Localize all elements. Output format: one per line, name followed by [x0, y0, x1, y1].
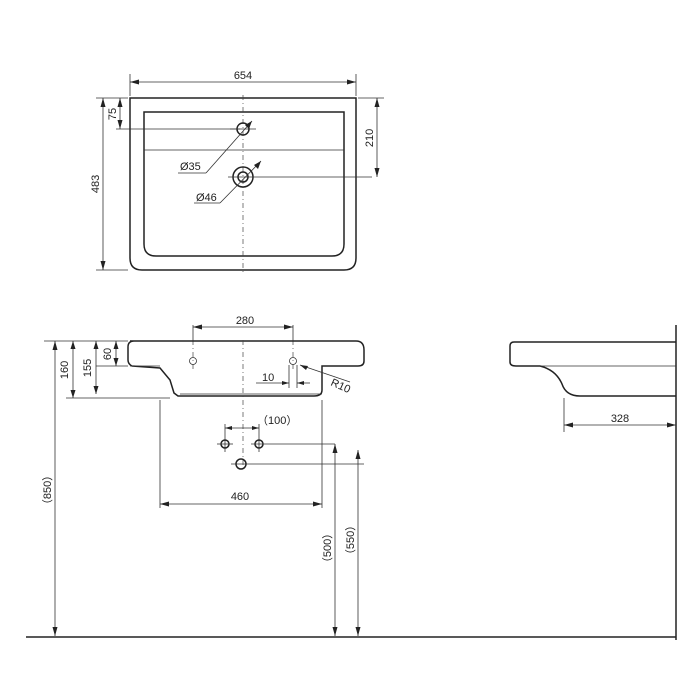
dim-depth: 483: [90, 175, 102, 193]
dim-wall-gap: 10: [262, 372, 274, 384]
dim-total-height: 160: [59, 361, 71, 379]
dim-tap-spacing: 280: [236, 315, 254, 327]
dim-install-height: （850）: [41, 470, 54, 510]
dim-rim-height: 155: [82, 359, 94, 377]
dim-drain-height: （550）: [344, 520, 357, 560]
dim-drain-offset: 210: [364, 129, 376, 147]
basin-outline-top: [129, 97, 357, 271]
dim-tap-offset: 75: [107, 108, 119, 120]
basin-side-profile: [509, 341, 676, 397]
dim-pedestal-width: 460: [231, 491, 249, 503]
label-drain-hole: Ø46: [196, 192, 217, 204]
basin-front-body: [127, 340, 365, 397]
front-view: 280 60 155 160 （850） 10: [41, 315, 365, 636]
top-view: 654 483 75 210 Ø35 Ø46: [90, 70, 384, 272]
dim-pipe-spacing: （100）: [257, 414, 297, 427]
dim-side-projection: 328: [611, 413, 629, 425]
side-view: 328: [509, 325, 677, 640]
dim-width: 654: [234, 70, 252, 82]
dim-supply-height: （500）: [321, 528, 334, 568]
label-radius: R10: [329, 377, 352, 396]
label-tap-hole: Ø35: [180, 161, 201, 173]
dim-front-height: 60: [102, 348, 114, 360]
basin-bowl-top: [143, 111, 345, 257]
